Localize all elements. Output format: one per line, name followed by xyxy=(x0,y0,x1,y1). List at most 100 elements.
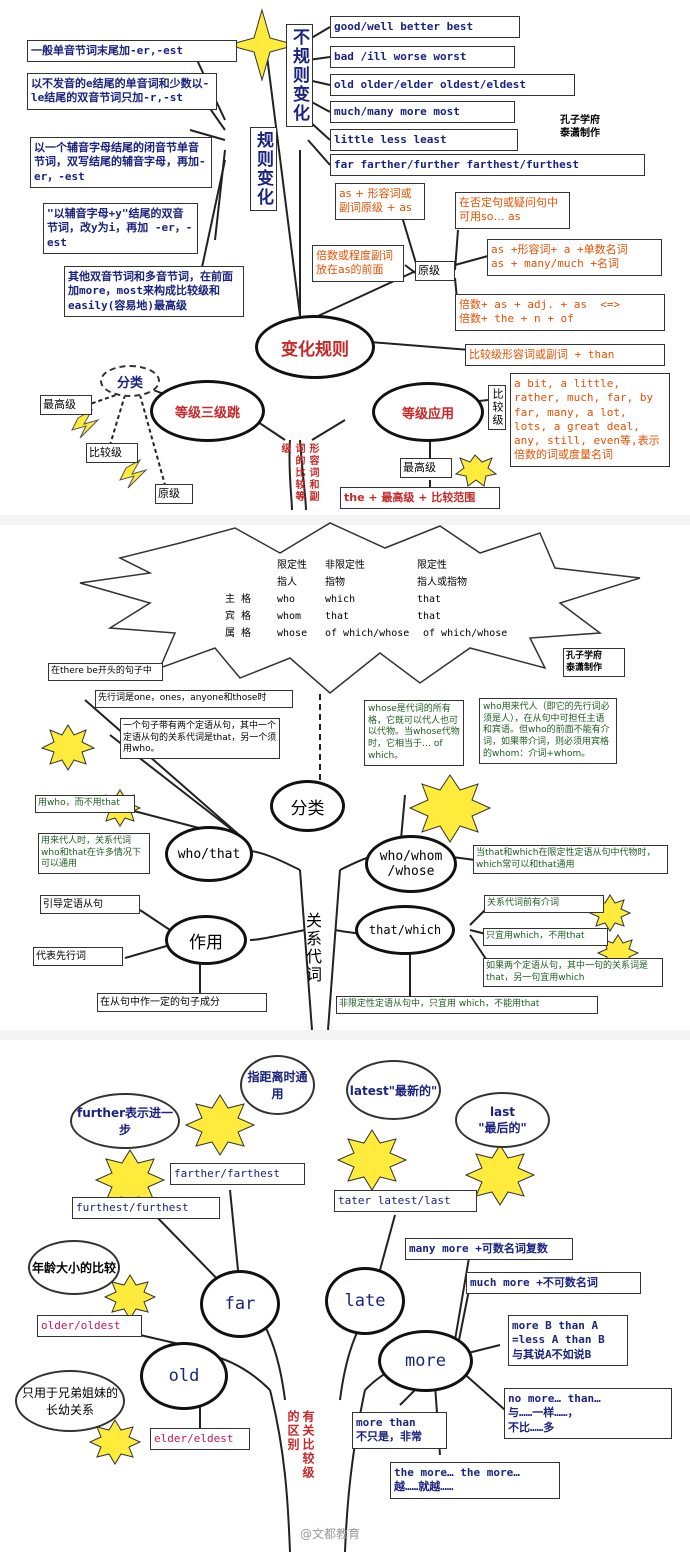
table-cell: 属 格 xyxy=(225,628,252,639)
cloud-latest-label: latest"最新的" xyxy=(349,1083,438,1098)
old-form-elder: elder/eldest xyxy=(150,1428,250,1451)
table-header-restrictive-2: 限定性 xyxy=(417,560,447,571)
irregular-title: 不规则变化 xyxy=(286,24,313,127)
cloud-last-label: last "最后的" xyxy=(478,1104,527,1135)
cloud-further-label: further表示进一步 xyxy=(76,1106,174,1137)
author-panel2: 孔子学府 泰潇制作 xyxy=(563,648,625,678)
table-sub-both: 指人或指物 xyxy=(417,577,467,588)
table-cell: which xyxy=(325,594,356,605)
regular-rule-2: 以不发音的e结尾的单音词和少数以- le结尾的双音节词只加-r,-st xyxy=(27,73,217,110)
role-introduce: 引导定语从句 xyxy=(40,895,140,914)
note-there-be: 在there be开头的句子中 xyxy=(48,663,163,681)
more-much: much more +不可数名词 xyxy=(466,1272,641,1295)
bijiao-label: 比较级 xyxy=(488,385,506,430)
cloud-age-label: 年龄大小的比较 xyxy=(31,1261,116,1275)
irregular-3: old older/elder oldest/eldest xyxy=(330,74,575,97)
regular-rule-3: 以一个辅音字母结尾的闭音节单音节词，双写结尾的辅音字母，再加-er，-est xyxy=(30,137,212,188)
node-that-which: that/which xyxy=(355,905,455,955)
note-who-that-common: 用来代人时，关系代词who和that在许多情况下可以通用 xyxy=(38,833,150,875)
note-nonrestrictive: 非限定性定语从句中，只宜用 which，不能用that xyxy=(336,996,598,1014)
node-who-that-label: who/that xyxy=(177,846,241,862)
yuanji-item-2: 在否定句或疑问句中可用so… as xyxy=(455,192,570,229)
regular-rule-5: 其他双音节词和多音节词，在前面加more，most来构成比较级和easily(容… xyxy=(64,266,244,317)
no-more-than: no more… than… 与……一样……， 不比……多 xyxy=(504,1388,672,1439)
node-more: more xyxy=(378,1330,473,1392)
bijiao-head: 比较级形容词或副词 + than xyxy=(465,344,665,367)
panel-divider-2 xyxy=(0,1030,690,1040)
role-antecedent: 代表先行词 xyxy=(33,947,123,966)
cloud-distance-label: 指距离时通用 xyxy=(247,1070,308,1101)
regular-rule-1: 一般单音节词末尾加-er,-est xyxy=(27,40,237,63)
table-cell: that xyxy=(417,594,442,605)
note-use-who: 用who，而不用that xyxy=(35,795,135,813)
classify-label-panel1: 分类 xyxy=(116,375,143,391)
more-than: more than 不只是，非常 xyxy=(352,1412,447,1449)
node-three-levels-label: 等级三级跳 xyxy=(174,405,240,421)
zuigao-label: 最高级 xyxy=(400,458,452,479)
author-panel1: 孔子学府 泰潇制作 xyxy=(560,115,600,139)
relative-pronoun-table: 限定性 非限定性 限定性 指人 指物 指人或指物 主 格 who which t… xyxy=(225,557,507,642)
table-starburst xyxy=(79,522,641,694)
cloud-distance: 指距离时通用 xyxy=(240,1055,315,1115)
node-three-levels: 等级三级跳 xyxy=(150,380,265,442)
table-cell: that xyxy=(417,611,442,622)
irregular-2: bad /ill worse worst xyxy=(330,46,515,69)
bijiao-list: a bit, a little, rather, much, far, by f… xyxy=(510,373,670,467)
table-row: 属 格 whose of which/whose of which/whose xyxy=(225,625,507,642)
yuanji-item-5: 倍数+ as + adj. + as <=> 倍数+ the + n + of xyxy=(455,294,665,331)
cloud-siblings-label: 只用于兄弟姐妹的长幼关系 xyxy=(21,1386,118,1417)
table-cell: whom xyxy=(277,611,302,622)
table-sub-person: 指人 xyxy=(277,577,297,588)
irregular-1: good/well better best xyxy=(330,16,520,39)
level-superlative: 最高级 xyxy=(40,395,92,416)
the-more: the more… the more… 越……就越…… xyxy=(390,1462,560,1499)
note-one-ones: 先行词是one，ones，anyone和those时 xyxy=(95,690,293,708)
node-far: far xyxy=(200,1270,280,1338)
panel-divider-1 xyxy=(0,515,690,525)
table-row: 宾 格 whom that that xyxy=(225,608,507,625)
cloud-further: further表示进一步 xyxy=(70,1093,180,1149)
table-sub-thing: 指物 xyxy=(325,577,345,588)
cloud-latest: latest"最新的" xyxy=(346,1060,441,1120)
table-cell: 宾 格 xyxy=(225,611,252,622)
note-prep: 关系代词前有介词 xyxy=(484,895,604,913)
table-row: 主 格 who which that xyxy=(225,591,507,608)
note-two-relative: 如果两个定语从句，其中一句的关系词是that，另一句宜用which xyxy=(483,958,663,988)
node-old: old xyxy=(140,1342,228,1410)
cloud-age: 年龄大小的比较 xyxy=(28,1240,120,1295)
node-far-label: far xyxy=(224,1294,256,1314)
table-header-row: 限定性 非限定性 限定性 xyxy=(225,557,507,574)
level-base: 原级 xyxy=(155,484,193,505)
cloud-last: last "最后的" xyxy=(455,1092,550,1148)
far-form-farther: farther/farthest xyxy=(170,1163,305,1186)
table-cell: of which/whose xyxy=(325,628,410,639)
yuanji-item-1: as + 形容词或副词原级 + as xyxy=(335,183,425,220)
table-cell: who xyxy=(277,594,296,605)
node-who-whom-whose: who/whom /whose xyxy=(365,835,457,893)
node-role-label: 作用 xyxy=(189,932,223,953)
old-form-older: older/oldest xyxy=(37,1315,142,1338)
note-whose: whose是代词的所有格，它既可以代人也可以代物。当whose代物时，它相当于…… xyxy=(364,700,464,767)
regular-rule-4: "以辅音字母+y"结尾的双音节词，改y为i，再加 -er，-est xyxy=(43,203,198,254)
node-classify: 分类 xyxy=(270,780,345,832)
table-sub-row: 指人 指物 指人或指物 xyxy=(225,574,507,591)
role-component: 在从句中作一定的句子成分 xyxy=(97,993,267,1012)
table-header-restrictive: 限定性 xyxy=(277,560,307,571)
note-two-clauses: 一个句子带有两个定语从句，其中一个定语从句的关系代词是that，另一个须用who… xyxy=(120,718,280,760)
irregular-4: much/many more most xyxy=(330,101,515,124)
more-b-than-a: more B than A =less A than B 与其说A不如说B xyxy=(508,1315,628,1366)
irregular-6: far farther/further farthest/furthest xyxy=(330,154,645,177)
late-forms: tater latest/last xyxy=(334,1190,477,1213)
node-late-label: late xyxy=(344,1291,386,1311)
node-classify-label: 分类 xyxy=(290,798,325,819)
irregular-5: little less least xyxy=(330,129,518,152)
table-cell: of which/whose xyxy=(423,628,508,639)
node-role: 作用 xyxy=(165,915,247,965)
table-header-nonrestrictive: 非限定性 xyxy=(325,560,365,571)
cloud-siblings: 只用于兄弟姐妹的长幼关系 xyxy=(15,1370,125,1432)
table-cell: that xyxy=(325,611,350,622)
node-that-which-label: that/which xyxy=(368,923,442,937)
watermark: @文都教育 xyxy=(300,1527,361,1541)
trunk-label-panel2: 关系代词 xyxy=(303,912,322,984)
zuigao-rule: the + 最高级 + 比较范围 xyxy=(340,487,500,510)
